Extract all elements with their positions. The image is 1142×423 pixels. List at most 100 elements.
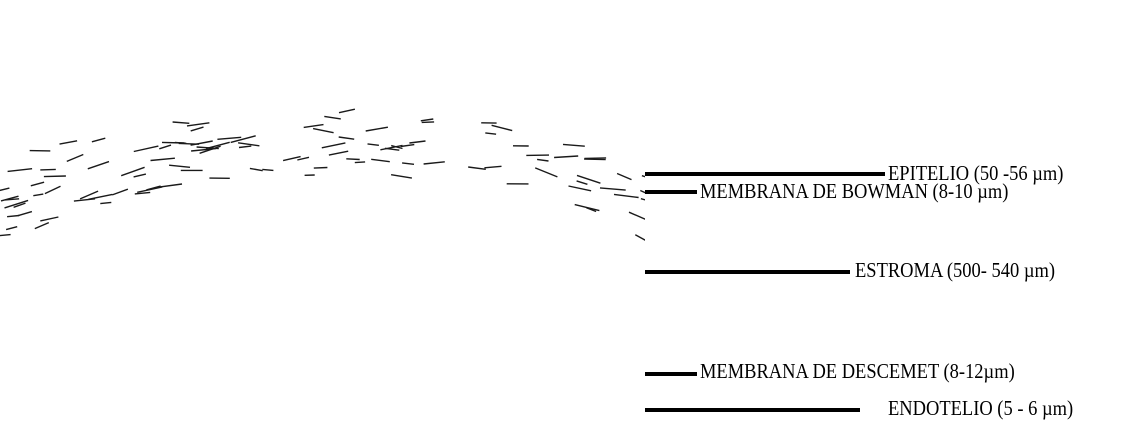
stroma-fiber xyxy=(45,186,61,193)
stroma-fiber xyxy=(738,257,749,260)
stroma-fiber xyxy=(339,109,355,113)
stroma-fiber xyxy=(759,252,782,256)
stroma-fiber xyxy=(647,233,660,239)
stroma-fiber xyxy=(537,159,548,161)
stroma-fiber xyxy=(8,169,32,172)
stroma-fiber xyxy=(159,145,171,149)
stroma-fiber xyxy=(60,141,78,144)
stroma-fiber xyxy=(600,188,626,190)
stroma-fiber xyxy=(339,137,355,139)
stroma-fiber xyxy=(409,141,425,143)
stroma-fiber xyxy=(569,186,592,191)
stroma-fiber xyxy=(577,181,588,184)
stroma-fiber xyxy=(421,119,434,121)
stroma-fiber xyxy=(762,312,778,316)
stroma-fiber xyxy=(355,162,365,163)
stroma-fiber xyxy=(563,144,585,146)
stroma-fiber xyxy=(729,276,742,280)
stroma-fiber xyxy=(617,174,631,180)
stroma-fiber xyxy=(772,319,788,320)
stroma-fiber xyxy=(714,243,731,247)
stroma-fiber xyxy=(811,327,821,333)
stroma-fiber xyxy=(371,159,390,161)
stroma-fiber xyxy=(297,157,309,160)
stroma-fiber xyxy=(839,302,856,307)
stroma-fiber xyxy=(175,143,186,144)
stroma-fiber xyxy=(74,199,95,201)
stroma-fiber xyxy=(112,189,128,195)
stroma-fiber xyxy=(391,175,412,178)
stroma-fiber xyxy=(31,182,44,186)
stroma-fiber xyxy=(137,187,162,192)
stroma-fiber xyxy=(614,194,639,197)
stroma-fiber xyxy=(121,167,144,175)
stroma-fiber xyxy=(641,199,663,205)
stroma-fiber xyxy=(67,155,84,162)
stroma-fiber xyxy=(492,125,513,130)
stroma-fiber xyxy=(803,290,825,294)
stroma-fiber xyxy=(92,138,105,142)
stroma-fiber xyxy=(35,223,49,229)
stroma-fiber xyxy=(40,217,58,221)
stroma-fiber xyxy=(685,257,706,267)
stroma-fiber xyxy=(756,299,780,309)
stroma-fiber xyxy=(88,162,109,169)
stroma-fiber xyxy=(768,251,788,256)
stroma-fiber xyxy=(250,168,263,170)
stroma-fiber xyxy=(239,146,251,147)
stroma-fiber xyxy=(535,168,557,177)
stroma-fiber xyxy=(346,159,359,160)
stroma-fiber xyxy=(795,346,805,347)
stroma-fiber xyxy=(584,158,606,159)
stroma-fiber xyxy=(763,314,784,318)
estroma-label: ESTROMA (500- 540 µm) xyxy=(855,260,1055,281)
endotelio-label: ENDOTELIO (5 - 6 µm) xyxy=(888,398,1073,419)
stroma-fiber xyxy=(424,162,445,164)
stroma-fiber xyxy=(650,233,669,238)
stroma-fiber xyxy=(485,133,496,134)
stroma-fiber xyxy=(169,165,190,167)
stroma-fiber xyxy=(751,286,766,292)
stroma-fiber xyxy=(40,169,56,170)
stroma-fiber xyxy=(651,176,669,180)
stroma-fiber xyxy=(134,146,159,151)
stroma-fiber xyxy=(575,205,600,211)
stroma-fiber xyxy=(44,176,66,177)
stroma-fiber xyxy=(777,321,789,325)
endotelio-leader xyxy=(645,408,860,412)
stroma-fiber xyxy=(0,188,9,191)
stroma-fiber xyxy=(682,237,700,241)
stroma-fiber xyxy=(262,169,273,170)
stroma-fiber xyxy=(313,129,334,133)
stroma-fiber xyxy=(366,127,388,131)
stroma-fiber xyxy=(554,156,578,158)
stroma-fiber xyxy=(33,194,43,196)
stroma-fiber xyxy=(401,145,415,147)
stroma-fiber xyxy=(173,122,190,123)
stroma-fiber xyxy=(422,122,434,123)
stroma-fiber xyxy=(402,163,414,164)
stroma-fiber xyxy=(855,324,867,330)
stroma-fiber xyxy=(7,216,19,217)
stroma-fiber xyxy=(304,125,324,128)
stroma-fiber xyxy=(656,176,675,182)
stroma-fiber xyxy=(720,234,731,239)
stroma-fiber xyxy=(811,291,834,293)
stroma-fiber xyxy=(818,332,839,341)
stroma-fiber xyxy=(635,235,645,241)
stroma-fiber xyxy=(774,338,787,342)
inner-cavity xyxy=(0,207,690,423)
stroma-fiber xyxy=(764,291,787,302)
stroma-fiber xyxy=(838,296,862,303)
stroma-fiber xyxy=(134,174,146,177)
stroma-fiber xyxy=(329,151,348,155)
stroma-fiber xyxy=(191,149,216,151)
stroma-fiber xyxy=(629,212,652,222)
bowman-leader xyxy=(645,190,697,194)
descemet-label: MEMBRANA DE DESCEMET (8-12µm) xyxy=(700,361,1015,382)
stroma-fiber xyxy=(217,137,241,139)
estroma-leader xyxy=(645,270,850,274)
stroma-fiber xyxy=(468,167,486,169)
stroma-fiber xyxy=(797,304,813,306)
stroma-fiber xyxy=(642,176,654,180)
